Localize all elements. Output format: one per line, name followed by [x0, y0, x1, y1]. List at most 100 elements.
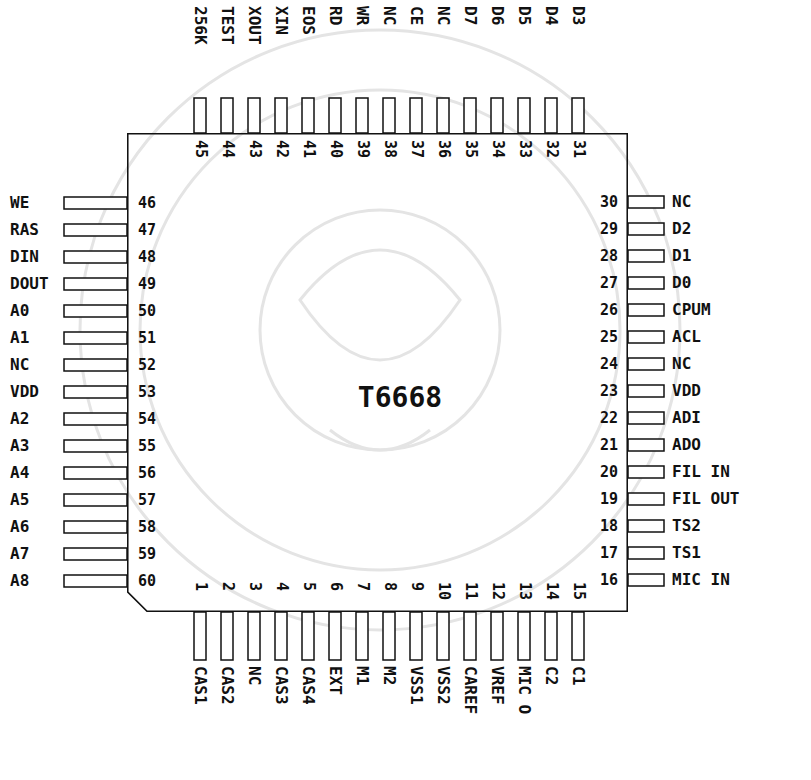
pin-lead: [356, 612, 368, 660]
pin-lead: [545, 612, 557, 660]
pin-number: 25: [600, 330, 618, 345]
pin-number: 18: [600, 519, 618, 534]
pin-number: 27: [600, 276, 618, 291]
pin-name: A3: [10, 438, 29, 454]
pin-name: A5: [10, 492, 29, 508]
pin-name: FIL OUT: [672, 491, 739, 507]
pin-lead: [545, 98, 557, 133]
pin-name: VDD: [672, 383, 701, 399]
pin-lead: [302, 98, 314, 133]
pin-lead: [64, 251, 127, 263]
pin-lead: [518, 98, 530, 133]
pin-name: D1: [672, 248, 691, 264]
pin-number: 12: [490, 582, 505, 600]
pin-name: C1: [570, 666, 586, 685]
pin-name: XIN: [273, 6, 289, 35]
pin-name: TS2: [672, 518, 701, 534]
pin-lead: [64, 386, 127, 398]
pin-lead: [628, 466, 664, 478]
pin-name: DOUT: [10, 276, 49, 292]
pin-number: 53: [138, 385, 156, 400]
pin-name: NC: [672, 194, 691, 210]
pin-lead: [64, 467, 127, 479]
pin-number: 39: [355, 140, 370, 158]
pin-number: 1: [193, 582, 208, 591]
pin-number: 59: [138, 547, 156, 562]
pin-name: NC: [246, 666, 262, 685]
pin-lead: [64, 305, 127, 317]
pin-name: D5: [516, 6, 532, 25]
pin-name: NC: [10, 357, 29, 373]
pin-name: MIC O: [516, 666, 532, 714]
pin-name: EXT: [327, 666, 343, 695]
pin-name: WE: [10, 195, 29, 211]
pin-name: WR: [354, 6, 370, 25]
pin-number: 4: [274, 582, 289, 591]
pin-number: 60: [138, 574, 156, 589]
pin-number: 32: [544, 140, 559, 158]
pin-lead: [64, 494, 127, 506]
pin-name: D3: [570, 6, 586, 25]
pin-number: 3: [247, 582, 262, 591]
pin-name: VSS1: [408, 666, 424, 705]
pin-number: 57: [138, 493, 156, 508]
pin-lead: [194, 612, 206, 660]
pin-name: A4: [10, 465, 29, 481]
pin-name: CAREF: [462, 666, 478, 714]
pin-number: 50: [138, 304, 156, 319]
pin-number: 41: [301, 140, 316, 158]
pin-lead: [64, 224, 127, 236]
pin-number: 6: [328, 582, 343, 591]
pin-number: 37: [409, 140, 424, 158]
pin-number: 10: [436, 582, 451, 600]
pin-lead: [491, 612, 503, 660]
pin-name: RD: [327, 6, 343, 25]
pin-name: VSS2: [435, 666, 451, 705]
pin-name: 256K: [192, 6, 208, 45]
pin-number: 35: [463, 140, 478, 158]
pin-lead: [628, 385, 664, 397]
pin-lead: [64, 548, 127, 560]
pin-name: A7: [10, 546, 29, 562]
pin-number: 58: [138, 520, 156, 535]
pin-lead: [628, 439, 664, 451]
pin-name: ACL: [672, 329, 701, 345]
pin-lead: [628, 574, 664, 586]
pin-number: 8: [382, 582, 397, 591]
pin-number: 22: [600, 411, 618, 426]
pin-lead: [628, 223, 664, 235]
pin-number: 7: [355, 582, 370, 591]
pin-number: 54: [138, 412, 156, 427]
pin-lead: [64, 575, 127, 587]
pin-number: 33: [517, 140, 532, 158]
pin-lead: [518, 612, 530, 660]
pin-number: 45: [193, 140, 208, 158]
pin-lead: [410, 98, 422, 133]
pin-number: 24: [600, 357, 618, 372]
pin-name: C2: [543, 666, 559, 685]
pin-name: CAS2: [219, 666, 235, 705]
pin-lead: [437, 98, 449, 133]
pin-number: 36: [436, 140, 451, 158]
pin-name: CAS1: [192, 666, 208, 705]
pin-number: 51: [138, 331, 156, 346]
pin-name: M1: [354, 666, 370, 685]
pin-name: D4: [543, 6, 559, 25]
pin-lead: [221, 98, 233, 133]
pin-lead: [356, 98, 368, 133]
pin-lead: [464, 612, 476, 660]
pin-name: A8: [10, 573, 29, 589]
pin-name: A1: [10, 330, 29, 346]
pin-lead: [64, 332, 127, 344]
pin-lead: [437, 612, 449, 660]
pin-lead: [64, 413, 127, 425]
pin-number: 47: [138, 223, 156, 238]
pin-number: 11: [463, 582, 478, 600]
pin-name: CAS4: [300, 666, 316, 705]
pin-name: D2: [672, 221, 691, 237]
pin-name: D6: [489, 6, 505, 25]
ic-package: T6668: [127, 133, 628, 612]
watermark-seal: [80, 30, 680, 630]
pin-lead: [64, 197, 127, 209]
pin-name: NC: [381, 6, 397, 25]
